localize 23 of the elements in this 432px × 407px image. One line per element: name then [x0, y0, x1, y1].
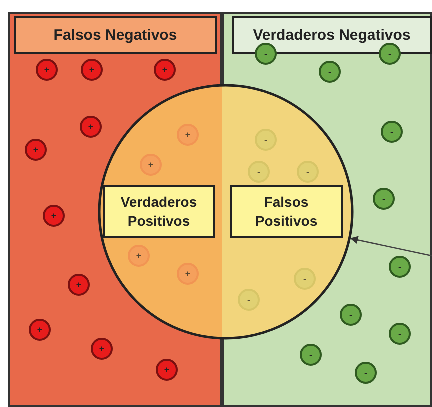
sample-dot: - — [355, 362, 377, 384]
panel-heading: Verdaderos Negativos — [232, 16, 432, 54]
sample-dot: - — [389, 323, 411, 345]
sample-dot: - — [319, 61, 341, 83]
sample-dot: + — [29, 319, 51, 341]
sample-dot: - — [373, 188, 395, 210]
sample-dot: - — [389, 256, 411, 278]
label-box: Verdaderos Positivos — [103, 185, 215, 238]
arrow — [350, 236, 432, 257]
sample-dot: + — [68, 274, 90, 296]
sample-dot: + — [91, 338, 113, 360]
sample-dot: + — [43, 205, 65, 227]
sample-dot: + — [154, 59, 176, 81]
sample-dot: + — [80, 116, 102, 138]
panel-heading: Falsos Negativos — [14, 16, 217, 54]
sample-dot: + — [36, 59, 58, 81]
sample-dot: + — [156, 359, 178, 381]
sample-dot: - — [340, 304, 362, 326]
sample-dot: + — [81, 59, 103, 81]
sample-dot: - — [381, 121, 403, 143]
sample-dot: - — [300, 344, 322, 366]
sample-dot: + — [25, 139, 47, 161]
label-box: Falsos Positivos — [230, 185, 343, 238]
